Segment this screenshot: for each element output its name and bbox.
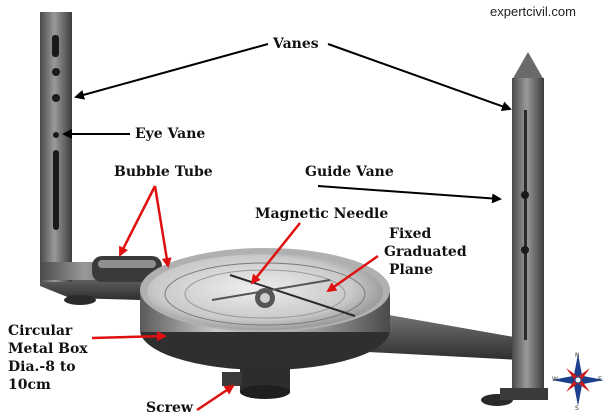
label-fixed-graduated-plane-line3: Plane — [389, 262, 434, 278]
label-eye-vane: Eye Vane — [135, 126, 206, 142]
vanes-arrow-left — [74, 43, 269, 100]
vanes-arrow-right — [327, 43, 512, 112]
bubble-tube-arrow-right — [153, 185, 172, 268]
circular-metal-box-shape — [140, 248, 390, 370]
label-circular-box-line1: Circular — [8, 323, 73, 339]
watermark-text: expertcivil.com — [490, 4, 576, 19]
guide-vane-arrow — [317, 185, 502, 204]
compass-rose-n: N — [575, 352, 580, 359]
bubble-tube-shape — [92, 256, 162, 282]
metal-box-arrow — [91, 331, 167, 342]
graduated-plane-arrow — [326, 254, 379, 293]
compass-rose-icon — [552, 354, 604, 406]
label-guide-vane: Guide Vane — [305, 164, 394, 180]
guide-vane-shape — [500, 52, 548, 400]
compass-rose-w: W — [552, 376, 558, 383]
label-circular-box-line3: Dia.-8 to — [8, 359, 76, 375]
label-circular-box-line2: Metal Box — [8, 341, 88, 357]
bubble-tube-arrow-left — [118, 185, 157, 257]
eye-vane-shape — [40, 12, 140, 282]
label-vanes: Vanes — [273, 36, 319, 52]
screw-shape — [222, 362, 290, 399]
compass-rose-e: E — [598, 376, 602, 383]
label-screw: Screw — [146, 400, 193, 416]
label-fixed-graduated-plane-line1: Fixed — [389, 226, 432, 242]
compass-rose-s: S — [575, 405, 579, 412]
label-bubble-tube: Bubble Tube — [114, 164, 213, 180]
label-fixed-graduated-plane-line2: Graduated — [384, 244, 467, 260]
label-circular-box-line4: 10cm — [8, 377, 51, 393]
screw-arrow — [196, 384, 235, 412]
label-magnetic-needle: Magnetic Needle — [255, 206, 389, 222]
magnetic-needle-arrow — [250, 222, 301, 285]
